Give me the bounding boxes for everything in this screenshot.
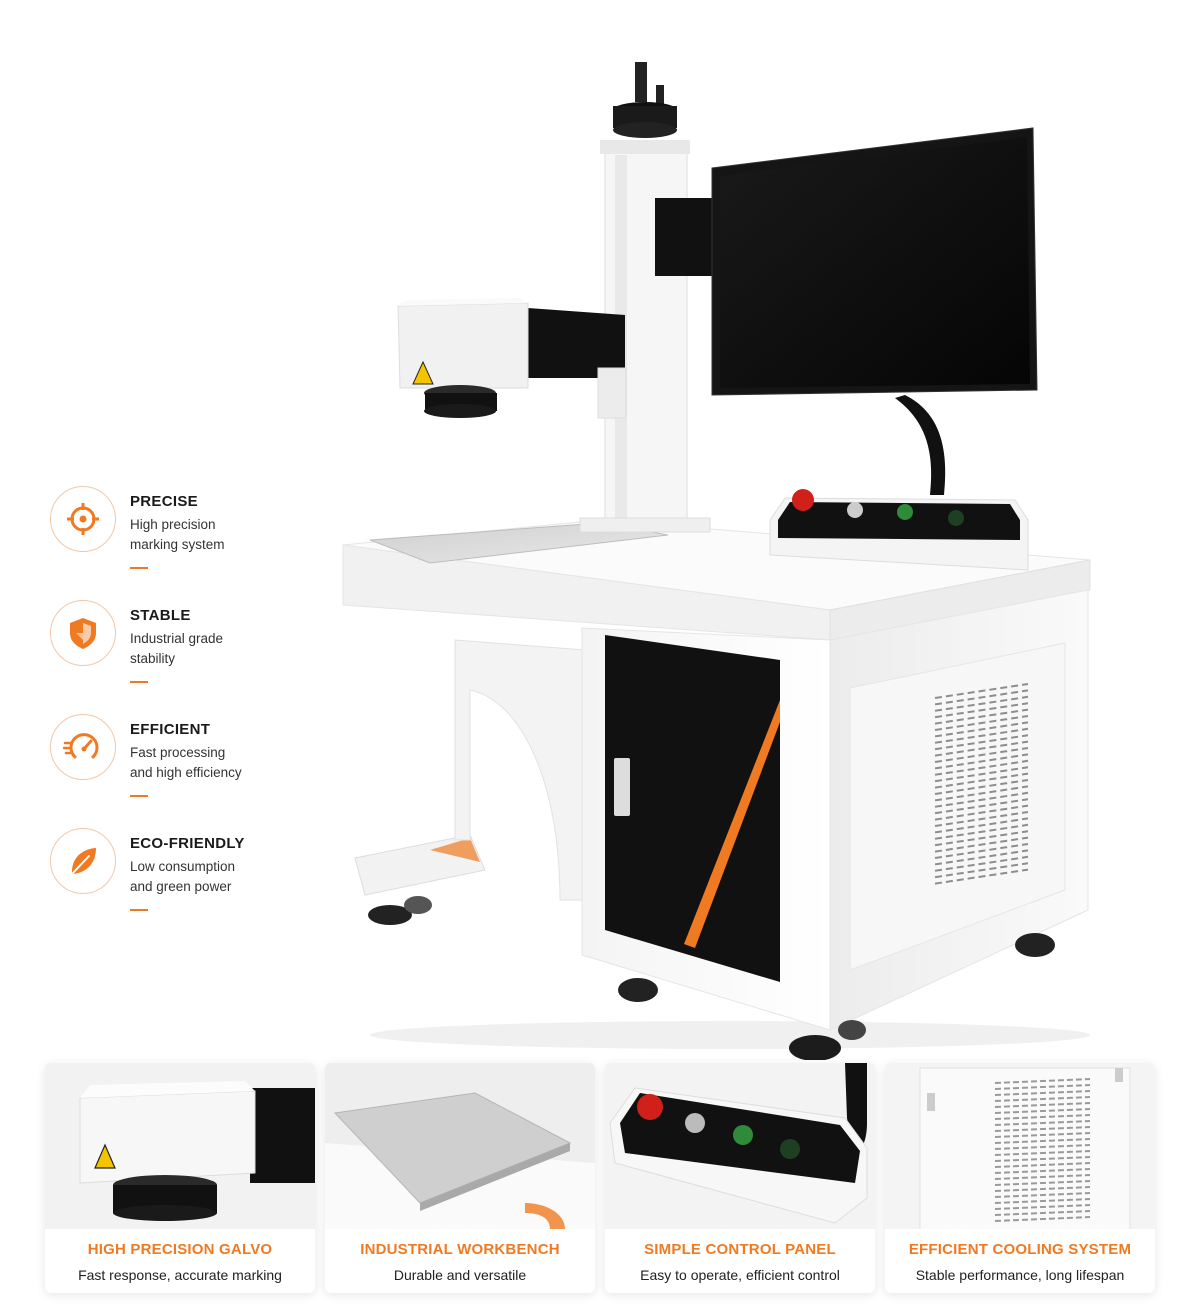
card-galvo: HIGH PRECISION GALVO Fast response, accu…: [45, 1063, 315, 1293]
divider: [130, 567, 148, 569]
control-panel-image: [605, 1063, 875, 1229]
divider: [130, 909, 148, 911]
card-title: HIGH PRECISION GALVO: [87, 1241, 273, 1258]
feature-description: Fast processing and high efficiency: [130, 745, 242, 780]
card-description: Easy to operate, efficient control: [640, 1267, 840, 1283]
card-description: Stable performance, long lifespan: [915, 1267, 1125, 1283]
feature-title: PRECISE: [130, 493, 198, 510]
feature-item-precise: PRECISE High precision marking system: [50, 486, 310, 578]
card-title: EFFICIENT COOLING SYSTEM: [908, 1241, 1132, 1258]
feature-title: STABLE: [130, 607, 191, 624]
feature-item-efficient: EFFICIENT Fast processing and high effic…: [50, 714, 310, 806]
feature-description: High precision marking system: [130, 517, 225, 552]
feature-title: ECO-FRIENDLY: [130, 835, 245, 852]
laser-marking-machine-image: [342, 62, 1091, 1060]
workbench-image: [325, 1063, 595, 1229]
card-title: SIMPLE CONTROL PANEL: [644, 1241, 836, 1258]
crosshair-icon: [50, 486, 116, 552]
divider: [130, 681, 148, 683]
feature-item-stable: STABLE Industrial grade stability: [50, 600, 310, 692]
shield-icon: [50, 600, 116, 666]
card-description: Durable and versatile: [393, 1267, 527, 1283]
cooling-vent-image: [885, 1063, 1155, 1229]
galvo-head-image: [45, 1063, 315, 1229]
detail-cards: HIGH PRECISION GALVO Fast response, accu…: [45, 1063, 1155, 1293]
feature-item-eco-friendly: ECO-FRIENDLY Low consumption and green p…: [50, 828, 310, 920]
card-workbench: INDUSTRIAL WORKBENCH Durable and versati…: [325, 1063, 595, 1293]
feature-title: EFFICIENT: [130, 721, 211, 738]
feature-list: PRECISE High precision marking system ST…: [50, 486, 310, 942]
card-title: INDUSTRIAL WORKBENCH: [360, 1241, 560, 1258]
feature-description: Low consumption and green power: [130, 859, 236, 894]
card-control-panel: SIMPLE CONTROL PANEL Easy to operate, ef…: [605, 1063, 875, 1293]
card-description: Fast response, accurate marking: [78, 1267, 282, 1283]
speedometer-icon: [50, 714, 116, 780]
card-cooling-system: EFFICIENT COOLING SYSTEM Stable performa…: [885, 1063, 1155, 1293]
feature-description: Industrial grade stability: [130, 631, 224, 666]
leaf-icon: [50, 828, 116, 894]
product-hero: PRECISE High precision marking system ST…: [50, 62, 1091, 1060]
divider: [130, 795, 148, 797]
